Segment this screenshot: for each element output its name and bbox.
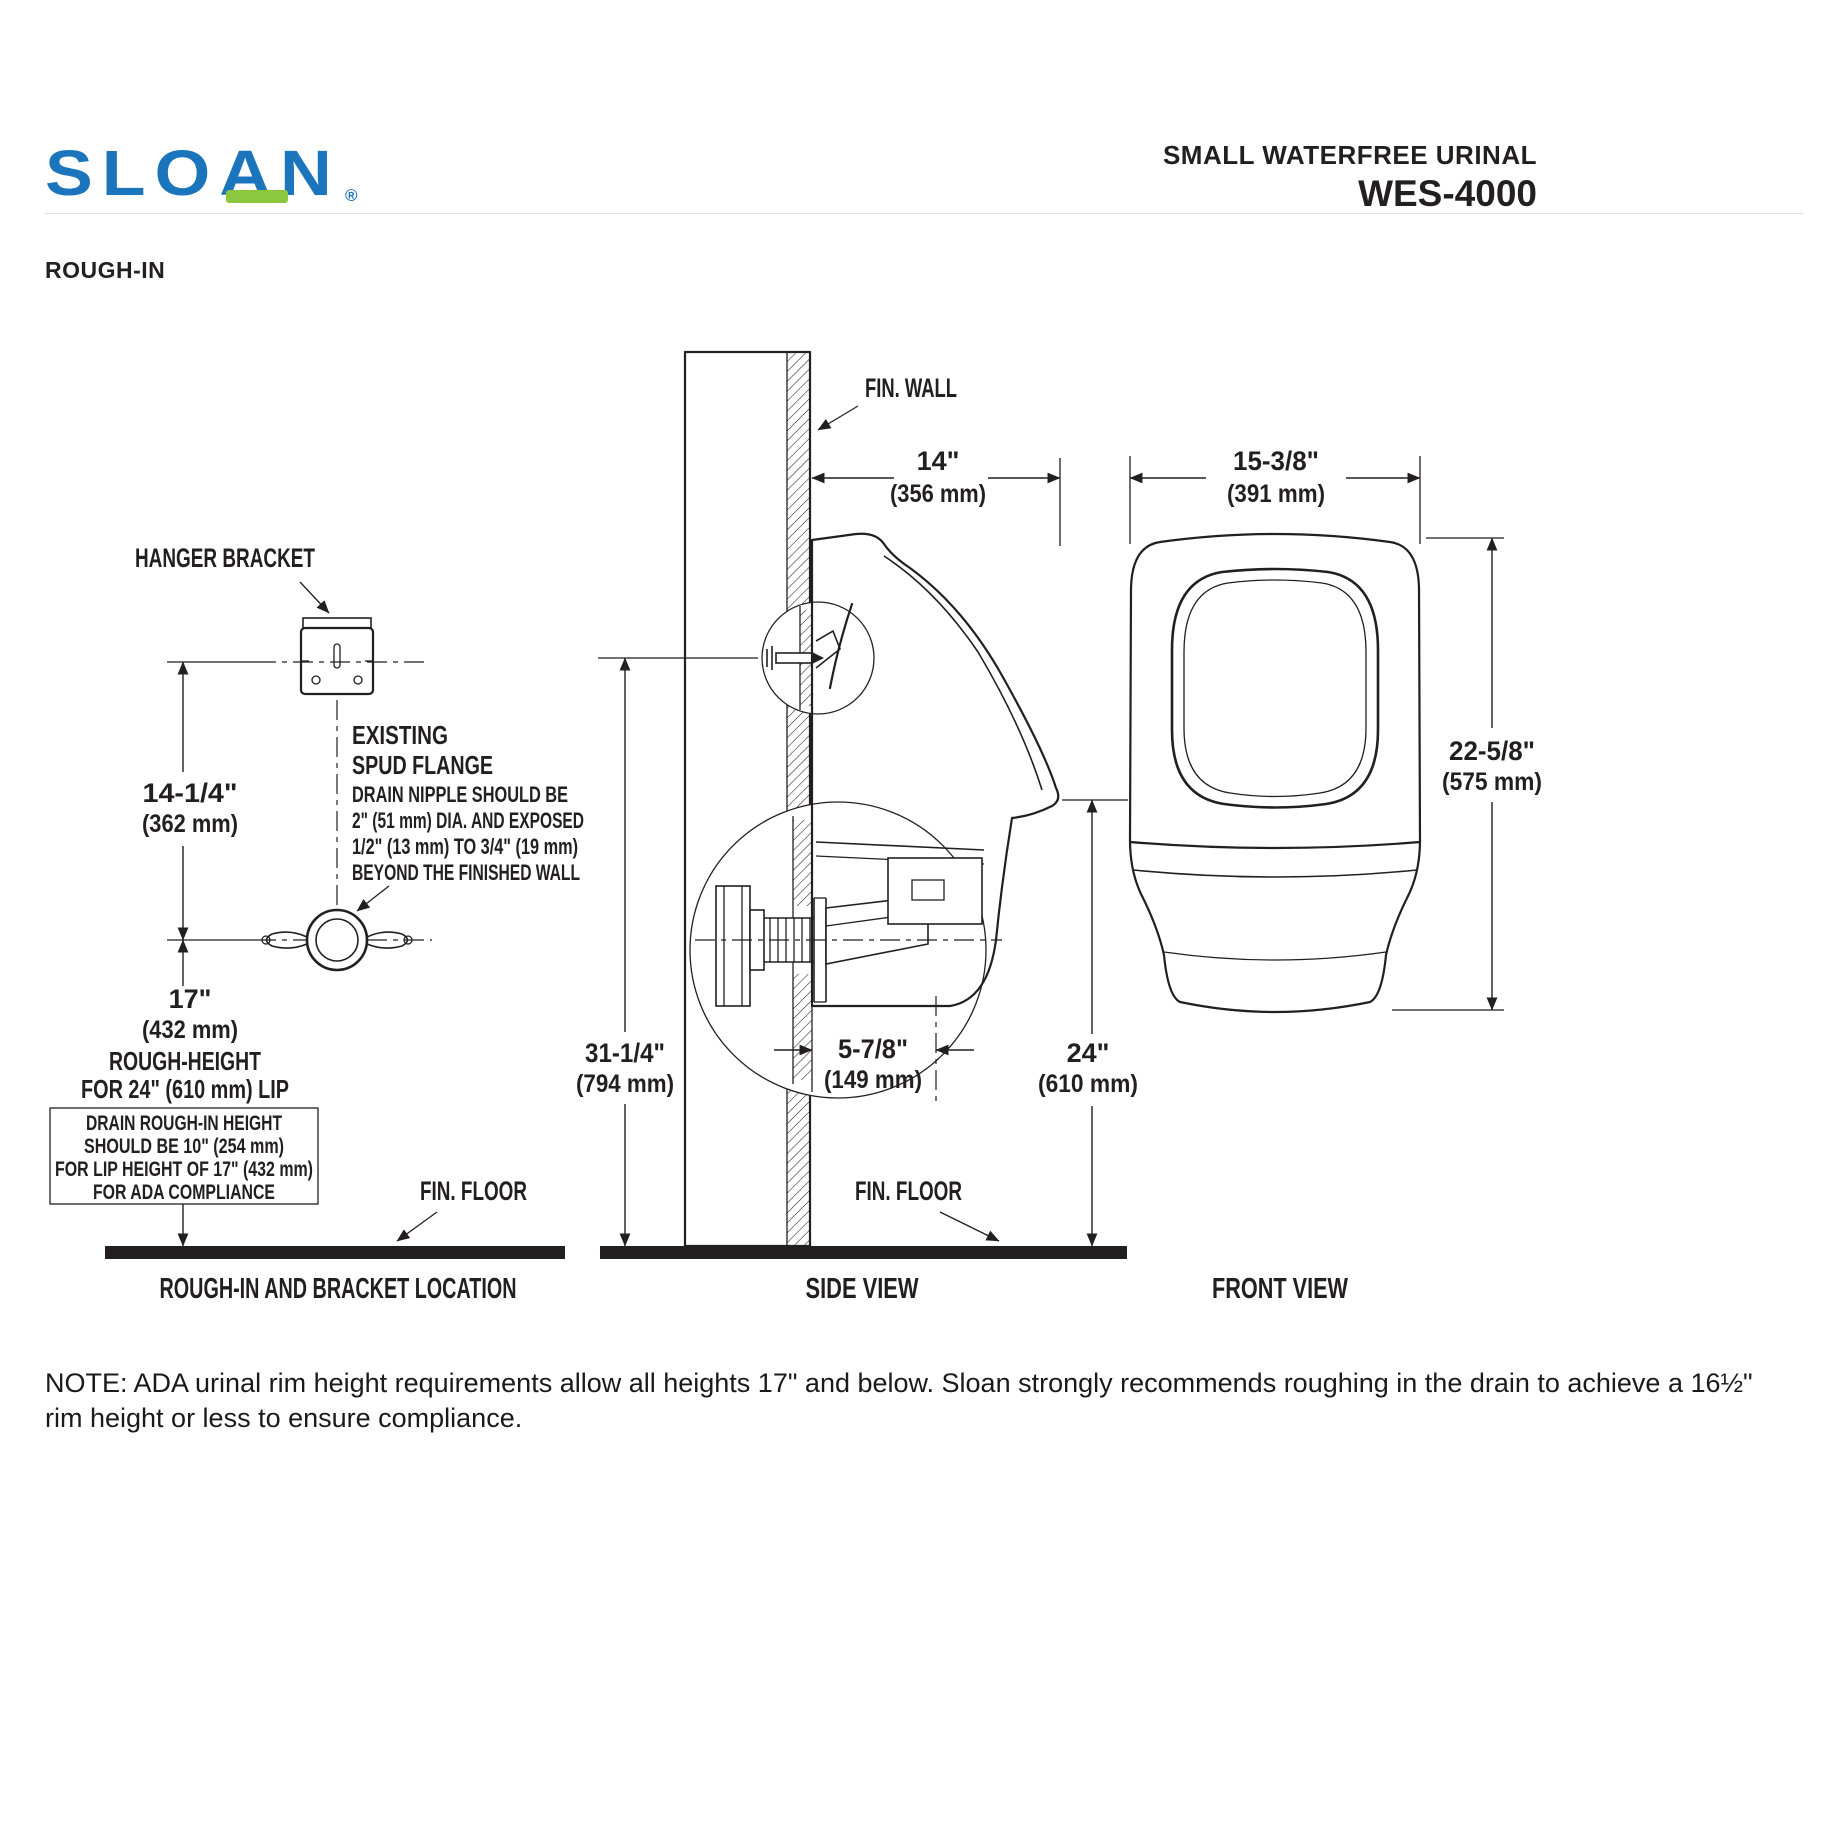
product-header: SMALL WATERFREE URINAL WES-4000 [1163,140,1537,215]
spud-flange-note-line3: 1/2" (13 mm) TO 3/4" (19 mm) [352,834,578,859]
side-view-caption: SIDE VIEW [806,1273,919,1305]
registered-trademark-icon: ® [345,186,358,205]
ada-note-line4: FOR ADA COMPLIANCE [93,1181,275,1204]
dim-bracket-to-spud-in: 14-1/4" [143,778,238,808]
ada-note-line3: FOR LIP HEIGHT OF 17" (432 mm) [55,1158,313,1181]
dim-depth: 14" (356 mm) [811,446,1061,546]
hanger-bracket-label: HANGER BRACKET [135,543,315,573]
spud-flange-note-line1: DRAIN NIPPLE SHOULD BE [352,782,568,807]
dim-bracket-to-spud: 14-1/4" (362 mm) [142,661,238,941]
side-view: FIN. WALL [576,350,1138,1305]
spud-flange-drawing [261,908,413,972]
section-title: ROUGH-IN [45,257,166,283]
dim-depth-mm: (356 mm) [890,480,986,508]
wall-section [683,350,812,1248]
urinal-side-profile [810,532,1060,1008]
fin-wall-label: FIN. WALL [865,373,957,403]
ada-note-box: DRAIN ROUGH-IN HEIGHT SHOULD BE 10" (254… [49,1107,319,1205]
front-view-caption: FRONT VIEW [1212,1273,1348,1305]
floor-line-side [600,1246,1127,1259]
sloan-logo-green-bar [226,190,288,203]
dim-height-in: 22-5/8" [1449,736,1535,766]
fin-floor-leader-left [396,1211,438,1242]
hanger-bracket-drawing [299,617,375,696]
dim-lip-height: 24" (610 mm) [1038,799,1138,1247]
dim-width: 15-3/8" (391 mm) [1129,446,1421,544]
rough-in-view-caption: ROUGH-IN AND BRACKET LOCATION [160,1273,517,1305]
dim-spud-height-in: 17" [169,984,212,1014]
fin-floor-label-side: FIN. FLOOR [855,1176,962,1206]
fin-floor-leader-side [939,1211,1000,1242]
dim-depth-in: 14" [917,446,960,476]
spud-flange-note-line4: BEYOND THE FINISHED WALL [352,860,580,885]
dim-bracket-height-mm: (794 mm) [576,1070,674,1098]
product-name: SMALL WATERFREE URINAL [1162,140,1537,170]
spud-flange-leader-arrow [356,885,390,912]
spud-flange-label: EXISTING SPUD FLANGE DRAIN NIPPLE SHOULD… [352,720,584,912]
dim-height-mm: (575 mm) [1442,768,1542,796]
ada-footnote: NOTE: ADA urinal rim height requirements… [45,1368,1753,1433]
hanger-detail-circle [761,601,875,715]
rough-in-bracket-view: HANGER BRACKET 14-1/4" (362 mm) [49,543,584,1305]
dim-drain-offset: 5-7/8" (149 mm) [774,996,974,1102]
hanger-bracket-leader-arrow [299,581,330,614]
ada-note-line2: SHOULD BE 10" (254 mm) [84,1135,284,1158]
spud-flange-title-line1: EXISTING [352,720,448,750]
rough-height-line1: ROUGH-HEIGHT [109,1046,261,1076]
front-view: 15-3/8" (391 mm) 22-5/8" (575 mm) [1128,446,1542,1305]
urinal-front-profile [1128,532,1422,1014]
dim-bracket-height-in: 31-1/4" [585,1038,665,1068]
ada-note-line1: DRAIN ROUGH-IN HEIGHT [86,1112,282,1135]
model-number: WES-4000 [1358,173,1537,214]
spud-flange-title-line2: SPUD FLANGE [352,750,493,780]
sloan-logo: SLOAN ® [45,141,375,206]
rough-height-line2: FOR 24" (610 mm) LIP [81,1074,289,1104]
spud-flange-note-line2: 2" (51 mm) DIA. AND EXPOSED [352,808,584,833]
fin-wall-leader-arrow [817,405,859,431]
dim-width-mm: (391 mm) [1227,480,1325,508]
dim-lip-height-mm: (610 mm) [1038,1070,1138,1098]
dim-bracket-height: 31-1/4" (794 mm) [576,657,758,1247]
header-divider [45,213,1803,214]
dim-height: 22-5/8" (575 mm) [1392,537,1542,1011]
dim-spud-height: 17" (432 mm) [142,939,238,1247]
dim-lip-height-in: 24" [1067,1038,1110,1068]
floor-line-left [105,1246,565,1259]
dim-width-in: 15-3/8" [1233,446,1319,476]
fin-floor-label-left: FIN. FLOOR [420,1176,527,1206]
dim-drain-offset-in: 5-7/8" [838,1034,908,1064]
dim-bracket-to-spud-mm: (362 mm) [142,810,238,838]
dim-spud-height-mm: (432 mm) [142,1016,238,1044]
dim-drain-offset-mm: (149 mm) [824,1066,922,1094]
